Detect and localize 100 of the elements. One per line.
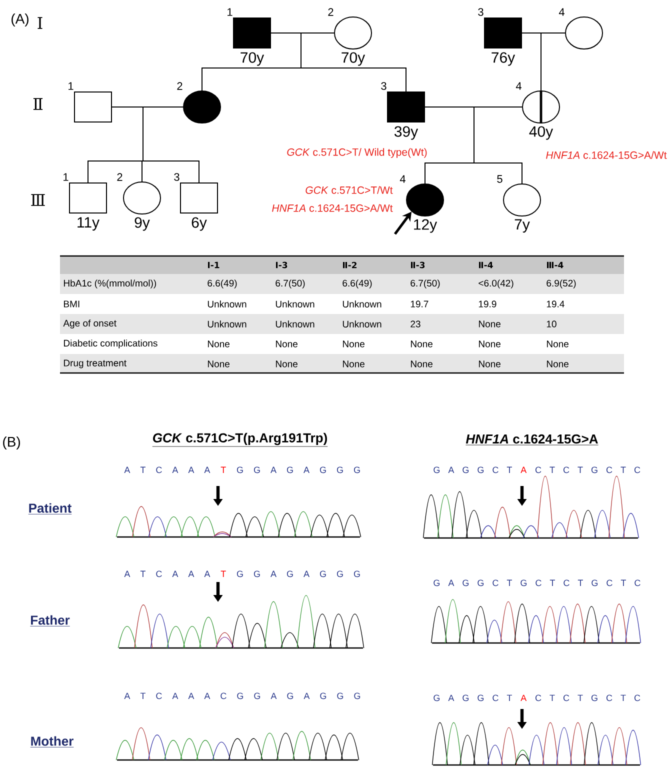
table-cell: None [343, 360, 364, 368]
sample-label: Mother [30, 736, 74, 748]
table-cell: None [276, 340, 298, 348]
descent-line [300, 32, 406, 92]
age-label: 11y [78, 217, 100, 231]
base-sequence: A T C A A A C G G A G A G G G [124, 692, 360, 700]
table-cell: Unknown [208, 300, 246, 308]
age-label: 40y [529, 126, 554, 140]
table-cell: 19.7 [410, 300, 428, 308]
table-cell: None [276, 360, 298, 368]
table-cell: 19.9 [478, 300, 496, 308]
circle-symbol [406, 184, 444, 216]
individual-number: 3 [174, 173, 180, 181]
table-cell: None [208, 360, 230, 368]
individual-number: 2 [117, 173, 122, 181]
generation-numeral: Ⅱ [33, 98, 43, 110]
base-sequence: G A G G C T [434, 466, 512, 474]
circle-symbol [565, 16, 603, 50]
table-cell: <6.0(42) [478, 280, 514, 288]
square-symbol [387, 92, 425, 122]
individual-number: 2 [328, 8, 334, 16]
generation-numeral: Ⅲ [31, 194, 45, 206]
individual-number: 4 [558, 8, 564, 16]
column-header: Ⅰ-1 [208, 262, 220, 268]
individual-number: 3 [478, 8, 484, 16]
sample-label: Patient [28, 503, 72, 514]
individual-number: 4 [516, 82, 522, 90]
table-cell: Unknown [342, 300, 382, 308]
base-sequence: A T C A A A [124, 570, 210, 578]
row-header: Age of onset [63, 320, 116, 328]
panel-label: (A) [12, 13, 28, 27]
age-label: 12y [414, 219, 438, 233]
row-header: BMI [64, 300, 80, 308]
genotype-label: GCK c.571C>T/ Wild type(Wt) [287, 148, 427, 158]
table-cell: None [411, 340, 432, 348]
base-sequence: G A G G C T G C T C T G C T C [434, 580, 640, 586]
table-cell: None [547, 360, 568, 368]
generation-numeral: Ⅰ [38, 17, 42, 29]
base-sequence: G G A G A G G G [236, 570, 360, 578]
age-label: 76y [492, 52, 516, 66]
individual-number: 1 [64, 173, 68, 181]
row-header: Diabetic complications [64, 340, 158, 348]
base-sequence: G A G G C T [434, 694, 512, 702]
table-cell: 6.6(49) [342, 280, 372, 288]
base-sequence: A [520, 694, 527, 701]
table-cell: None [411, 360, 432, 368]
square-symbol [69, 182, 107, 214]
descent-line [540, 32, 566, 91]
genotype-label: GCK c.571C>T/Wt [306, 186, 393, 194]
age-label: 9y [134, 217, 150, 231]
genotype-label: HNF1A c.1624-15G>A/Wt [272, 204, 393, 212]
table-cell: None [547, 340, 568, 348]
column-header: Ⅲ-4 [547, 262, 564, 268]
square-symbol [233, 18, 271, 48]
table-cell: Unknown [342, 320, 382, 328]
row-header: HbA1c (%(mmol/mol)) [64, 280, 156, 288]
column-header: Ⅱ-2 [343, 262, 356, 268]
column-header: Ⅱ-4 [479, 262, 493, 268]
table-cell: 6.9(52) [546, 280, 576, 288]
individual-number: 1 [68, 82, 74, 90]
base-sequence: T [220, 570, 226, 577]
age-label: 70y [240, 52, 264, 66]
individual-number: 1 [228, 8, 232, 16]
table-cell: Unknown [208, 320, 246, 328]
descent-line [474, 106, 522, 184]
base-sequence: T [220, 466, 226, 473]
column-header: Ⅱ-3 [411, 262, 425, 268]
table-cell: 6.6(49) [208, 280, 237, 288]
circle-symbol [123, 182, 161, 214]
circle-symbol [334, 16, 372, 50]
table-cell: None [479, 320, 500, 328]
section-heading: HNF1A c.1624-15G>A [466, 434, 598, 446]
table-cell: 6.7(50) [410, 280, 440, 288]
genotype-label: HNF1A c.1624-15G>A/Wt [546, 151, 667, 159]
table-cell: 23 [410, 320, 420, 328]
square-symbol [484, 18, 522, 48]
column-header: Ⅰ-3 [276, 262, 288, 268]
circle-symbol [522, 90, 560, 124]
section-heading: GCK c.571C>T(p.Arg191Trp) [152, 432, 328, 447]
age-label: 70y [342, 52, 366, 66]
circle-symbol [503, 184, 541, 216]
table-cell: None [208, 340, 230, 348]
descent-line [142, 106, 200, 183]
square-symbol [74, 92, 112, 122]
base-sequence: C T C T G C T C [535, 466, 640, 474]
age-label: 7y [514, 219, 530, 233]
table-cell: None [343, 340, 364, 348]
row-header: Drug treatment [64, 360, 126, 368]
table-cell: 6.7(50) [276, 280, 305, 288]
individual-number: 3 [381, 82, 386, 90]
individual-number: 2 [177, 82, 182, 90]
table-cell: Unknown [276, 320, 314, 328]
table-cell: Unknown [276, 300, 314, 308]
square-symbol [180, 182, 218, 214]
age-label: 6y [192, 217, 207, 231]
age-label: 39y [394, 126, 418, 140]
table-cell: 10 [546, 320, 556, 328]
base-sequence: A T C A A A [124, 466, 210, 474]
table-cell: 19.4 [546, 300, 564, 308]
circle-symbol [183, 90, 221, 124]
